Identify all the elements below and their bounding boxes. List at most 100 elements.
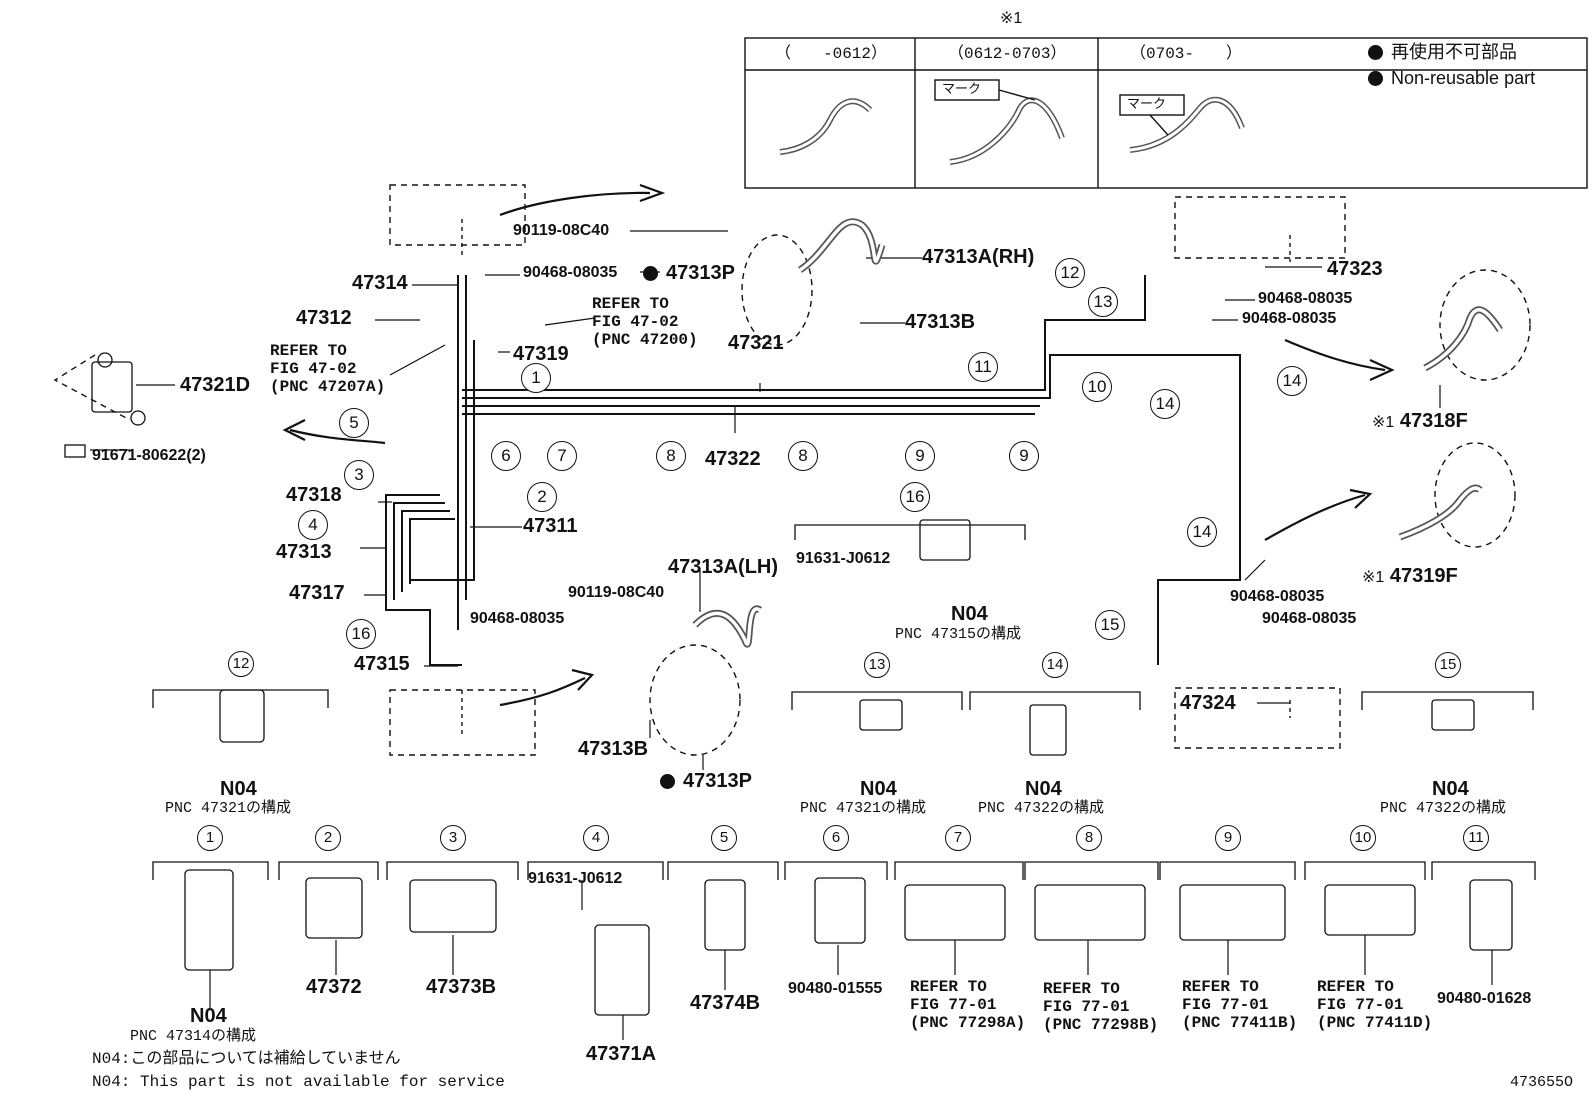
part-47313P-b: 47313P [660, 770, 752, 792]
table-col-3: （0703- ） [1130, 45, 1243, 63]
group-callout-6: 6 [823, 825, 849, 851]
part-47318F: ※1 47318F [1372, 410, 1468, 432]
legend-en: Non-reusable part [1368, 68, 1535, 88]
pnc-47321-text-a: PNC 47321の構成 [165, 800, 292, 817]
callout-12: 12 [1055, 258, 1085, 288]
leader-lines [90, 230, 1441, 770]
group-callout-9: 9 [1215, 825, 1241, 851]
callout-9a: 9 [905, 441, 935, 471]
callout-13: 13 [1088, 287, 1118, 317]
n04-12: N04 [220, 778, 257, 800]
part-47313A-RH: 47313A(RH) [922, 246, 1035, 268]
part-47319F: ※1 47319F [1362, 565, 1458, 587]
part-90119-a: 90119-08C40 [513, 222, 610, 239]
part-47373B: 47373B [426, 976, 497, 998]
mark-label-2: マーク [1127, 97, 1167, 112]
part-90480-01555: 90480-01555 [788, 980, 883, 997]
callout-4: 4 [298, 510, 328, 540]
part-90468-e: 90468-08035 [1230, 588, 1325, 605]
legend-jp: 再使用不可部品 [1368, 42, 1517, 62]
n04-15: N04 [1432, 778, 1469, 800]
callout-16b: 16 [900, 482, 930, 512]
pnc-47322-text-b: PNC 47322の構成 [1380, 800, 1507, 817]
callout-11: 11 [968, 352, 998, 382]
n04-47315: N04 [951, 603, 988, 625]
part-47317: 47317 [289, 582, 345, 604]
non-reusable-dot-icon [1368, 71, 1383, 86]
part-47314: 47314 [352, 272, 408, 294]
group-callout-7: 7 [945, 825, 971, 851]
group-callout-2: 2 [315, 825, 341, 851]
callout-7: 7 [547, 441, 577, 471]
callout-8b: 8 [788, 441, 818, 471]
footnote-en: N04: This part is not available for serv… [92, 1073, 505, 1091]
part-47313: 47313 [276, 541, 332, 563]
non-reusable-dot-icon [1368, 45, 1383, 60]
non-reusable-dot-icon [643, 266, 658, 281]
callout-5: 5 [339, 408, 369, 438]
part-90468-b: 90468-08035 [470, 610, 565, 627]
group-brackets [152, 524, 1536, 880]
part-47323: 47323 [1327, 258, 1383, 280]
part-47313B-a: 47313B [905, 311, 976, 333]
part-47313P-a: 47313P [643, 262, 735, 284]
group-callout-11: 11 [1463, 825, 1489, 851]
dashed-detail-boxes [53, 184, 1531, 756]
callout-16a: 16 [346, 619, 376, 649]
n04-13: N04 [860, 778, 897, 800]
footnote-jp: N04:この部品については補給していません [92, 1050, 401, 1068]
part-90468-a: 90468-08035 [523, 264, 618, 281]
part-47321: 47321 [728, 332, 784, 354]
part-47313A-LH: 47313A(LH) [668, 556, 779, 578]
mark-label-1: マーク [942, 82, 982, 97]
group-callout-14: 14 [1042, 652, 1068, 678]
part-47322: 47322 [705, 448, 761, 470]
note-mark-header: ※1 [1000, 10, 1023, 27]
group-callout-1: 1 [197, 825, 223, 851]
callout-14a: 14 [1150, 389, 1180, 419]
callout-15: 15 [1095, 610, 1125, 640]
part-47313B-b: 47313B [578, 738, 649, 760]
pnc-47321-text-b: PNC 47321の構成 [800, 800, 927, 817]
group-callout-12: 12 [228, 651, 254, 677]
non-reusable-dot-icon [660, 774, 675, 789]
callout-10: 10 [1082, 372, 1112, 402]
part-47371A: 47371A [586, 1043, 657, 1065]
part-90468-f: 90468-08035 [1262, 610, 1357, 627]
part-47311: 47311 [523, 515, 578, 537]
group-callout-10: 10 [1350, 825, 1376, 851]
part-91631-b: 91631-J0612 [528, 870, 623, 887]
part-90119-b: 90119-08C40 [568, 584, 665, 601]
part-47374B: 47374B [690, 992, 761, 1014]
figure-id: 473655O [1510, 1074, 1574, 1091]
part-47319: 47319 [513, 343, 569, 365]
sketch-leaders [209, 559, 1493, 1040]
callout-9b: 9 [1009, 441, 1039, 471]
callout-2: 2 [527, 482, 557, 512]
part-91671: 91671-80622(2) [92, 447, 206, 464]
callout-14b: 14 [1277, 366, 1307, 396]
pnc-47314-text: PNC 47314の構成 [130, 1028, 257, 1045]
group-callout-5: 5 [711, 825, 737, 851]
callout-14c: 14 [1187, 517, 1217, 547]
callout-3: 3 [344, 460, 374, 490]
part-47318: 47318 [286, 484, 342, 506]
brake-hoses [692, 218, 1503, 648]
part-90468-d: 90468-08035 [1242, 310, 1337, 327]
pnc-47315-text: PNC 47315の構成 [895, 626, 1022, 643]
part-91631-a: 91631-J0612 [796, 550, 891, 567]
part-47372: 47372 [306, 976, 362, 998]
group-callout-13: 13 [864, 652, 890, 678]
table-col-2: （0612-0703） [948, 45, 1067, 63]
brake-line-bundle [385, 275, 1241, 666]
hose-variant-table [744, 37, 1588, 189]
part-90480-01628: 90480-01628 [1437, 990, 1532, 1007]
part-47312: 47312 [296, 307, 352, 329]
callout-1: 1 [521, 363, 551, 393]
group-callout-8: 8 [1076, 825, 1102, 851]
